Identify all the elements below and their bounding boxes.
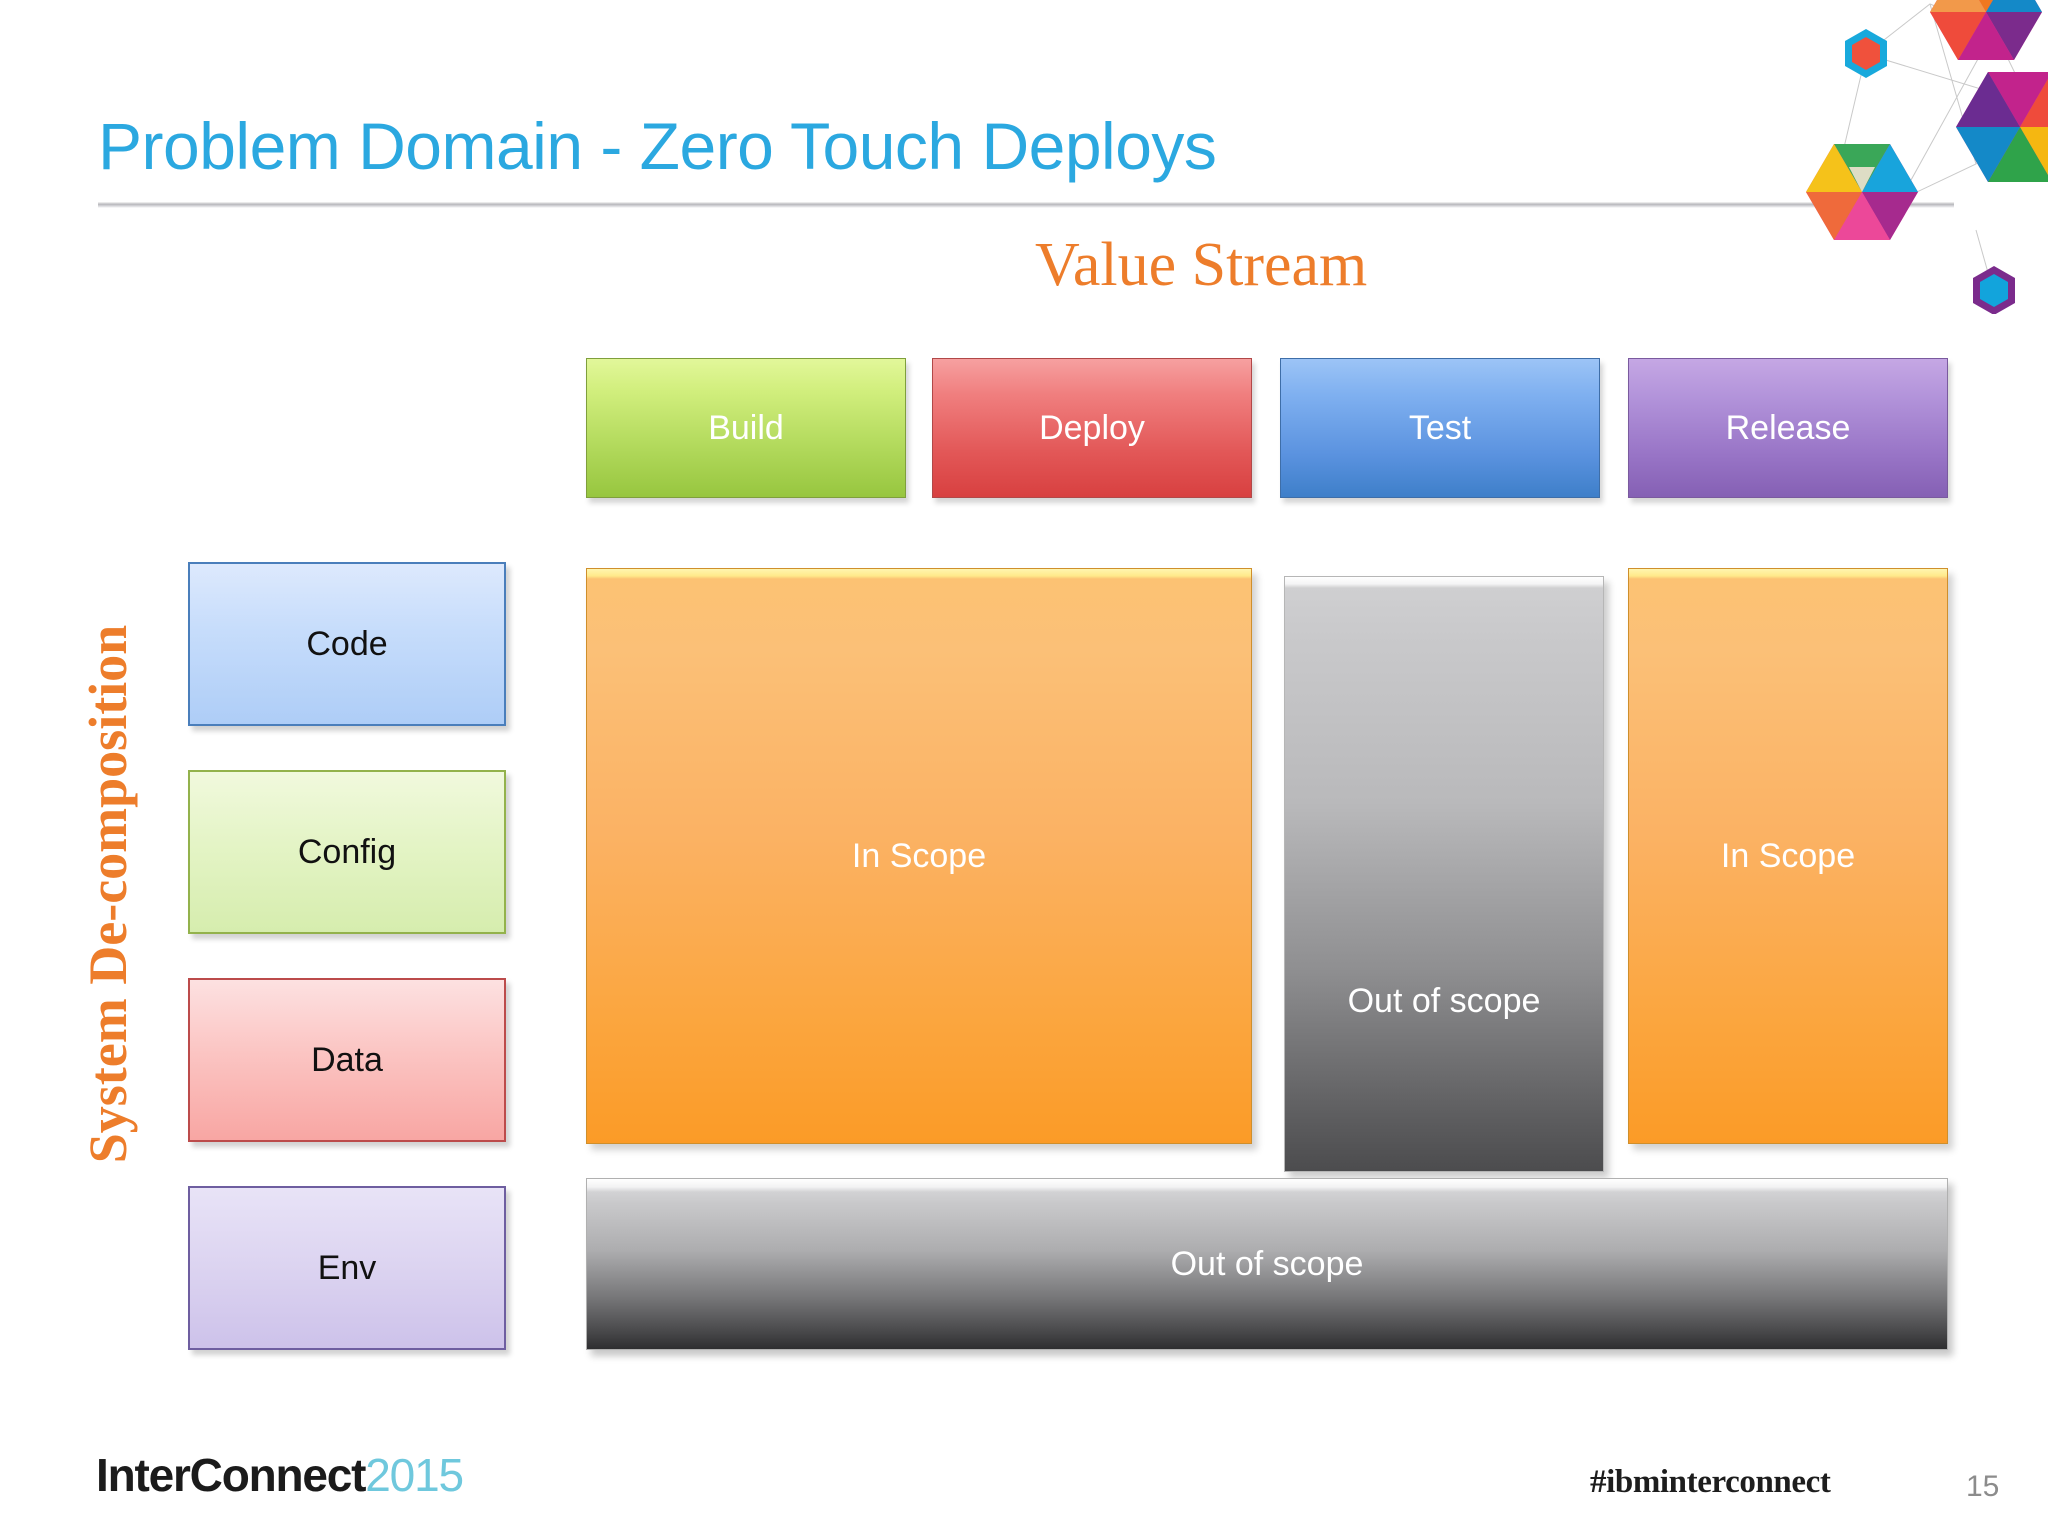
title-divider bbox=[98, 202, 1954, 208]
stage-release-label: Release bbox=[1725, 408, 1851, 447]
hex-small-blue bbox=[1973, 266, 2015, 314]
scope-region-in-scope-build-deploy[interactable]: In Scope bbox=[586, 568, 1252, 1144]
scope-region-label: In Scope bbox=[851, 836, 987, 875]
brand-name: InterConnect bbox=[96, 1449, 366, 1501]
layer-env-label: Env bbox=[317, 1248, 377, 1287]
scope-region-in-scope-release[interactable]: In Scope bbox=[1628, 568, 1948, 1144]
stage-build[interactable]: Build bbox=[586, 358, 906, 498]
scope-region-out-of-scope-env[interactable]: Out of scope bbox=[586, 1178, 1948, 1350]
layer-env[interactable]: Env bbox=[188, 1186, 506, 1350]
scope-region-label: Out of scope bbox=[1347, 982, 1541, 1020]
event-hashtag: #ibminterconnect bbox=[1590, 1464, 1831, 1500]
scope-region-label: Out of scope bbox=[1170, 1244, 1364, 1283]
hex-top-partial bbox=[1930, 0, 2042, 60]
layer-config[interactable]: Config bbox=[188, 770, 506, 934]
layer-data[interactable]: Data bbox=[188, 978, 506, 1142]
system-decomposition-axis-label: System De-composition bbox=[78, 624, 138, 1164]
stage-deploy[interactable]: Deploy bbox=[932, 358, 1252, 498]
layer-data-label: Data bbox=[311, 1040, 383, 1079]
interconnect-hex-logo bbox=[1806, 0, 2048, 314]
hex-large-left bbox=[1806, 144, 1918, 240]
scope-region-out-of-scope-test[interactable]: Out of scope bbox=[1284, 576, 1604, 1172]
value-stream-axis-label: Value Stream bbox=[1035, 231, 1368, 299]
stage-deploy-label: Deploy bbox=[1039, 408, 1145, 447]
stage-build-label: Build bbox=[708, 408, 784, 447]
page-title: Problem Domain - Zero Touch Deploys bbox=[98, 109, 1217, 183]
stage-test[interactable]: Test bbox=[1280, 358, 1600, 498]
layer-code-label: Code bbox=[306, 624, 388, 663]
layer-config-label: Config bbox=[297, 832, 397, 871]
stage-release[interactable]: Release bbox=[1628, 358, 1948, 498]
stage-test-label: Test bbox=[1408, 408, 1472, 447]
scope-region-label: In Scope bbox=[1720, 836, 1856, 875]
hex-small-red bbox=[1845, 29, 1887, 78]
layer-code[interactable]: Code bbox=[188, 562, 506, 726]
page-number: 15 bbox=[1966, 1470, 2000, 1503]
hex-large-right bbox=[1956, 72, 2048, 182]
brand-year: 2015 bbox=[365, 1449, 464, 1501]
interconnect-wordmark: InterConnect2015 bbox=[96, 1448, 464, 1502]
